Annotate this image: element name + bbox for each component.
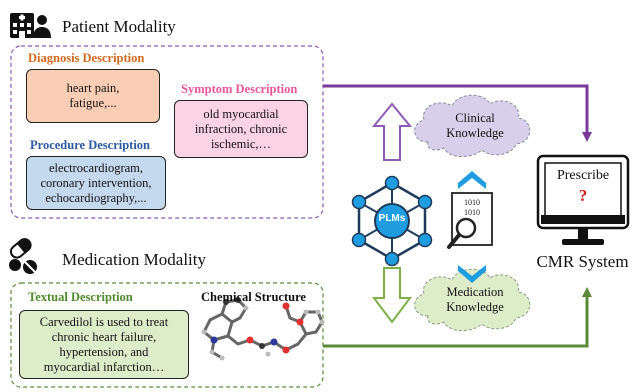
chevron-up-icon	[458, 171, 486, 189]
diagnosis-text-box: heart pain, fatigue,...	[26, 69, 160, 123]
medication-modality-box	[10, 282, 324, 388]
hollow-down-arrow	[372, 267, 412, 324]
medication-modality-title: Medication Modality	[62, 250, 207, 269]
prescribe-label: Prescribe	[556, 168, 610, 183]
molecule-atoms	[201, 297, 325, 361]
svg-text:1010: 1010	[464, 208, 480, 217]
clinical-knowledge-cloud	[414, 94, 531, 157]
patient-modality-title: Patient Modality	[62, 17, 176, 36]
clinical-knowledge-label: Clinical Knowledge	[446, 111, 504, 140]
chevron-down-icon	[458, 265, 486, 283]
hospital-icon	[10, 13, 51, 38]
pills-icon	[9, 238, 37, 274]
code-search-icon: 1010 1010	[447, 192, 493, 249]
symptom-text-box: old myocardial infraction, chronic ische…	[174, 100, 308, 158]
textual-description-box: Carvedilol is used to treat chronic hear…	[19, 310, 189, 379]
procedure-label: Procedure Description	[30, 138, 151, 152]
symptom-label: Symptom Description	[181, 82, 298, 96]
patient-to-system-arrow	[323, 84, 592, 142]
hollow-up-arrow	[371, 102, 413, 161]
textual-description-label: Textual Description	[28, 290, 133, 304]
chemical-structure-label: Chemical Structure	[201, 290, 306, 304]
svg-text:1010: 1010	[464, 198, 480, 207]
procedure-text-box: electrocardiogram, coronary intervention…	[26, 156, 166, 210]
chemical-structure-molecule	[202, 298, 324, 360]
plm-label: PLMs	[378, 213, 406, 224]
plm-network	[351, 175, 433, 267]
cmr-system-label: CMR System	[536, 252, 629, 271]
medication-knowledge-label: Medication Knowledge	[446, 285, 504, 314]
medication-knowledge-cloud	[414, 268, 531, 331]
unknown-prescription-mark: ?	[578, 186, 588, 205]
monitor-icon	[536, 154, 630, 245]
medication-to-system-arrow	[323, 287, 592, 348]
diagnosis-label: Diagnosis Description	[28, 51, 145, 65]
